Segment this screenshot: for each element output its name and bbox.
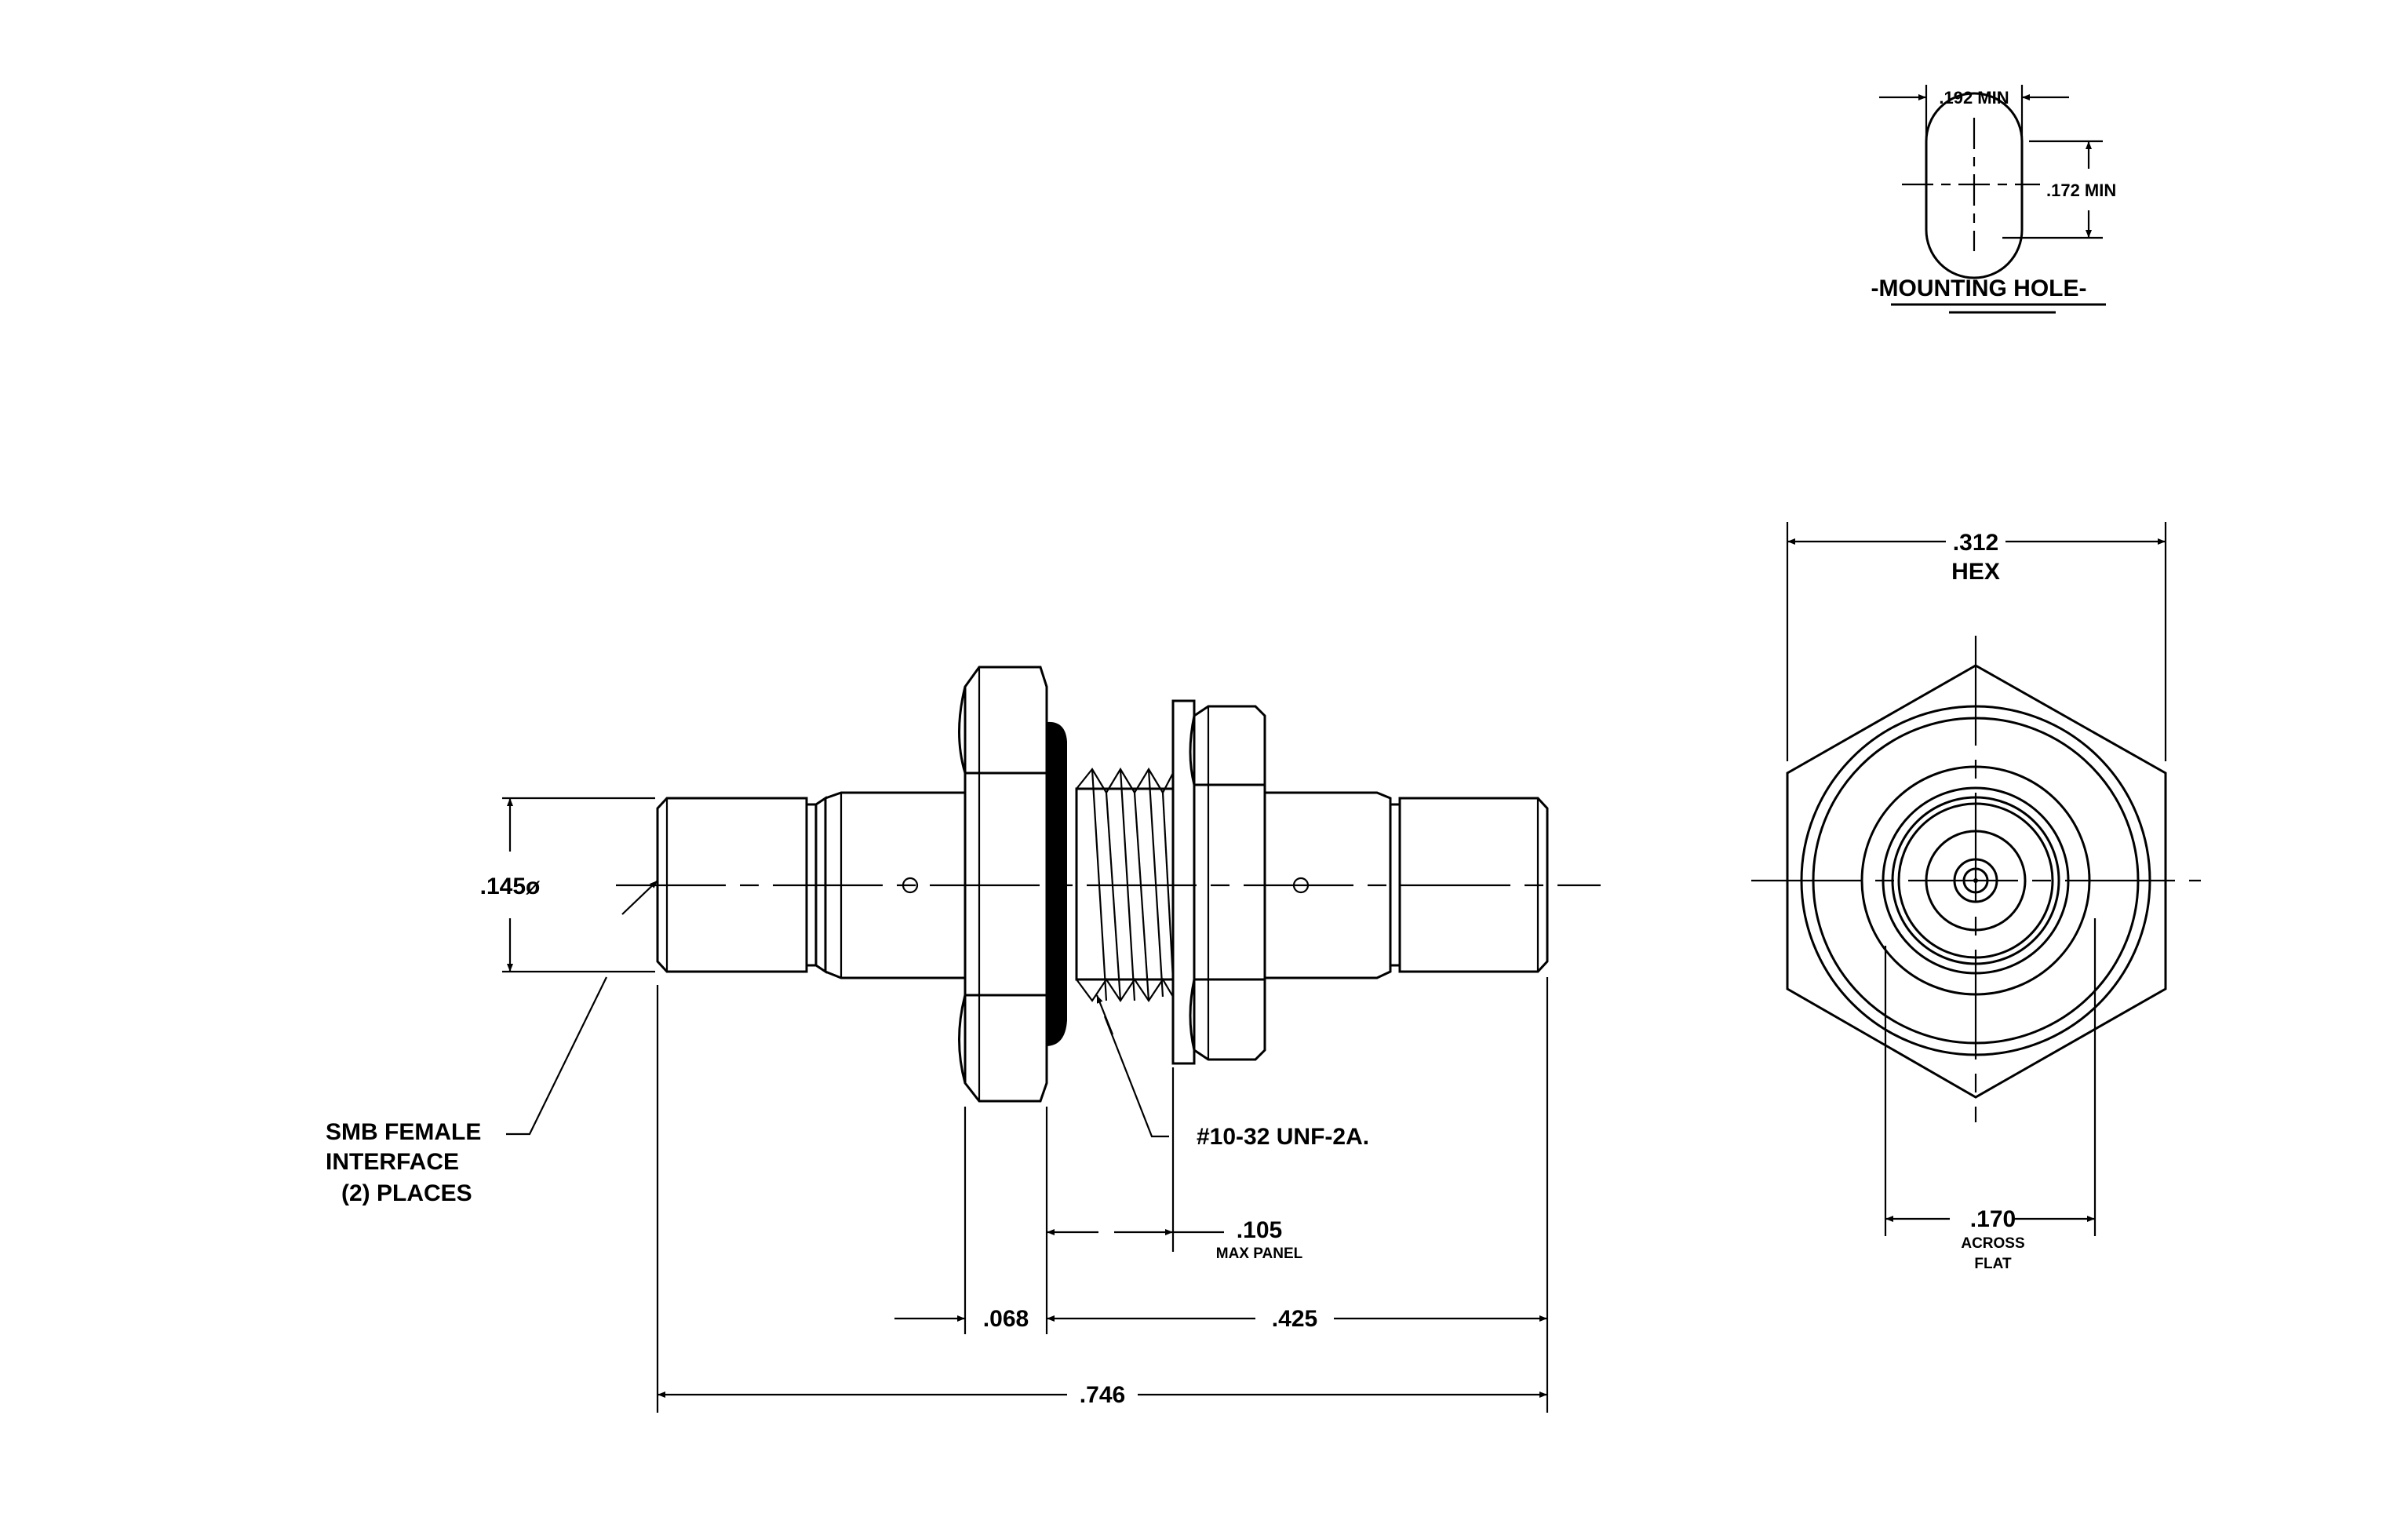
rear-length-dim: .425 <box>1272 1306 1317 1332</box>
hex-label: HEX <box>1951 559 2000 585</box>
panel-note: MAX PANEL <box>1216 1246 1303 1262</box>
mounting-hole-title: -MOUNTING HOLE- <box>1871 275 2087 301</box>
panel-dim: .105 <box>1237 1217 1282 1243</box>
hex-dim: .312 <box>1953 530 1998 556</box>
flat-dim: .170 <box>1970 1206 2016 1232</box>
diameter-dim: .145ø <box>480 874 541 899</box>
mounting-hole-height-dim: .172 MIN <box>2046 181 2116 200</box>
gasket <box>1047 721 1067 1046</box>
overall-length-dim: .746 <box>1080 1382 1125 1408</box>
flat-label-line2: FLAT <box>1974 1256 2012 1272</box>
mounting-hole-outline <box>1925 92 2024 279</box>
hex-outline <box>1786 664 2167 1099</box>
side-view: .145ø SMB FEMALE INTERFACE (2) PLACES #1… <box>326 666 1601 1413</box>
panel-nut <box>1193 705 1266 1061</box>
end-view: .312 HEX .170 ACROSS FLAT <box>1751 522 2201 1272</box>
center-contact <box>1962 867 1989 894</box>
mounting-hole-width-dim: .192 MIN <box>1939 88 2009 108</box>
interface-note-line1: SMB FEMALE <box>326 1119 481 1145</box>
interface-note-line2: INTERFACE <box>326 1149 459 1175</box>
threaded-body <box>1075 787 1175 981</box>
thread-callout: #10-32 UNF-2A. <box>1197 1124 1369 1150</box>
interface-note-line3: (2) PLACES <box>341 1180 472 1206</box>
hex-face-circle <box>1800 705 2151 1056</box>
mounting-hole-view: .192 MIN .172 MIN -MOUNTING HOLE- <box>1871 85 2116 314</box>
flange-dim: .068 <box>983 1306 1029 1332</box>
flat-label-line1: ACROSS <box>1961 1235 2024 1252</box>
flange-hex <box>964 666 1048 1103</box>
